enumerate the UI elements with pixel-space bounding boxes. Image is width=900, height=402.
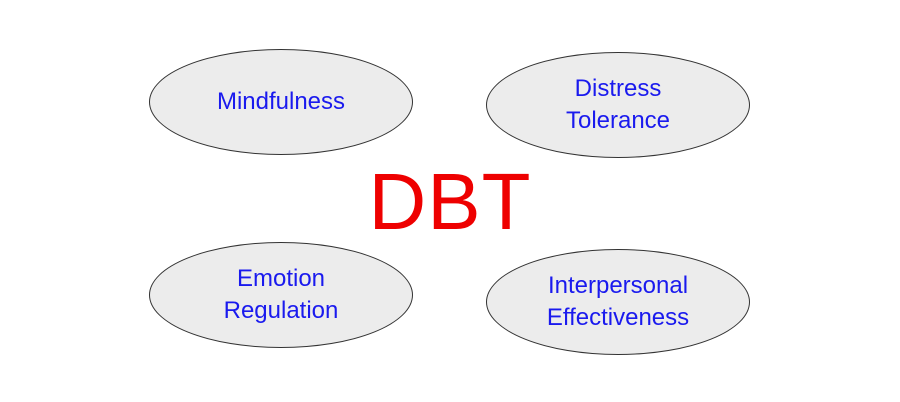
- node-emotion-regulation: Emotion Regulation: [149, 242, 413, 348]
- node-interpersonal-effectiveness: Interpersonal Effectiveness: [486, 249, 750, 355]
- node-label-mindfulness: Mindfulness: [216, 88, 346, 115]
- node-mindfulness: Mindfulness: [149, 49, 413, 155]
- node-label-interpersonal-effectiveness: Interpersonal Effectiveness: [546, 272, 690, 331]
- node-label-distress-tolerance: Distress Tolerance: [565, 75, 671, 134]
- node-label-emotion-regulation: Emotion Regulation: [223, 265, 339, 324]
- diagram-title: DBT: [368, 157, 532, 246]
- node-distress-tolerance: Distress Tolerance: [486, 52, 750, 158]
